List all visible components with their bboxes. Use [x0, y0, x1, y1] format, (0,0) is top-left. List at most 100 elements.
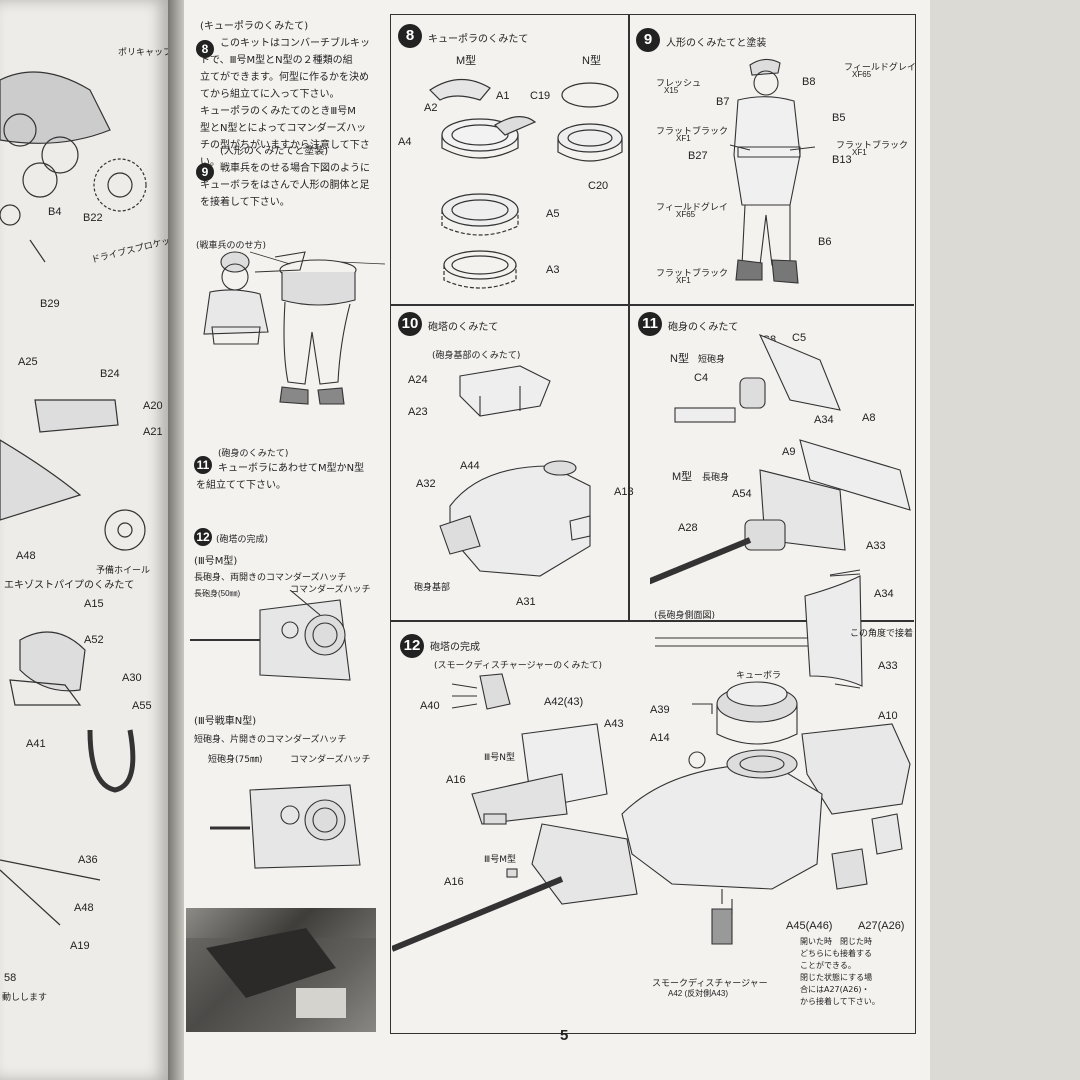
part-label: B27	[688, 150, 708, 162]
step-11-badge: 11	[194, 456, 212, 474]
n-type-title: (Ⅲ号戦車N型)	[194, 716, 257, 727]
gun-barrel-drawing	[650, 333, 911, 585]
m-type-label: M型	[456, 55, 477, 67]
barrel-side-view	[655, 573, 863, 689]
n-type-topview	[210, 784, 361, 869]
part-label: A9	[782, 446, 796, 458]
n-type-label: N型	[582, 55, 601, 67]
panel-step-11-title: 砲身のくみたて	[668, 322, 739, 333]
step-11-text: (砲身のくみたて) キューボラにあわせてM型かN型 を組立てて下さい。	[196, 448, 376, 494]
hatch-note-line: 閉じた状態にする場	[800, 973, 873, 982]
m-type-topview	[190, 590, 351, 681]
turret-assembly-drawing	[439, 365, 591, 577]
left-page-drawings	[0, 71, 147, 926]
part-label: A33	[878, 660, 898, 672]
step-8-badge: 8	[196, 40, 214, 58]
paint-label: フラットブラック	[836, 141, 909, 151]
left-label: A25	[18, 356, 38, 368]
part-label: B5	[832, 112, 846, 124]
panel-step-11-badge: 11	[638, 312, 662, 336]
panel-step-10-badge: 10	[398, 312, 422, 336]
part-label: A43	[604, 718, 624, 730]
n-type-barrel-label: 短砲身(75㎜)	[208, 755, 263, 765]
panel-step-12-sub: (スモークディスチャージャーのくみたて)	[434, 661, 603, 671]
panel-step-8-title: キューポラのくみたて	[428, 34, 529, 45]
m-type-barrel-label: 長砲身(50㎜)	[194, 589, 241, 598]
part-label: A40	[420, 700, 440, 712]
step-8-line: チの型がちがいますから注意して下さ	[200, 140, 370, 151]
panel-divider-v1	[628, 14, 630, 304]
paint-label: フラットブラック	[656, 127, 729, 137]
left-label: A20	[143, 400, 163, 412]
step-8-line: このキットはコンバーチブルキッ	[220, 38, 370, 49]
part-label: A34	[814, 414, 834, 426]
left-label: A21	[143, 426, 163, 438]
step-9-text: (人形のくみたてと塗装) 戦車兵をのせる場合下図のように キューボラをはさんで人…	[200, 143, 380, 211]
photo-tank-shapes	[186, 928, 376, 1032]
part-label: A44	[460, 460, 480, 472]
step-9-line: 戦車兵をのせる場合下図のように	[220, 163, 370, 174]
left-label: A41	[26, 738, 46, 750]
part-label: A3	[546, 264, 560, 276]
paint-label: フィールドグレイ	[656, 203, 728, 213]
panel-step-12-badge: 12	[400, 634, 424, 658]
part-label: A24	[408, 374, 428, 386]
m-type-hatch-label: コマンダーズハッチ	[290, 585, 371, 595]
m-type-label: M型	[672, 471, 693, 483]
part-label: A1	[496, 90, 510, 102]
step-8-line: トで、Ⅲ号M型とN型の２種類の組	[200, 55, 353, 66]
short-barrel-label: 短砲身	[698, 355, 726, 365]
hatch-note: 開いた時 閉じた時 どちらにも接着する ことができる。 閉じた状態にする場 合に…	[800, 936, 912, 1008]
left-label: B29	[40, 298, 60, 310]
part-label: A42(43)	[544, 696, 584, 708]
step-12-title: (砲塔の完成)	[216, 535, 269, 545]
long-barrel-label: 長砲身	[702, 473, 730, 483]
part-label: A28	[678, 522, 698, 534]
part-label: A31	[516, 596, 536, 608]
paint-code: XF65	[852, 70, 872, 79]
turret-final-assembly-drawing	[392, 673, 911, 952]
angle-note: この角度で接着	[850, 629, 914, 639]
part-label: C19	[530, 90, 551, 102]
left-label: A55	[132, 700, 152, 712]
paint-code: X15	[664, 86, 679, 95]
part-label: A8	[862, 412, 876, 424]
smoke-discharger-label: スモークディスチャージャー	[652, 979, 768, 989]
step-8-line: キューポラのくみたてのときⅢ号M	[200, 106, 356, 117]
left-label: ポリキャップ	[118, 48, 173, 58]
paint-label: フィールドグレイ	[844, 63, 916, 73]
part-label: C20	[588, 180, 609, 192]
cupola-label: キューボラ	[736, 671, 782, 681]
crew-figure-illustration	[203, 251, 386, 405]
part-label: A27(A26)	[858, 920, 905, 932]
left-label: A52	[84, 634, 104, 646]
paint-code: XF65	[676, 210, 696, 219]
part-label: A33	[866, 540, 886, 552]
n-type-desc: 短砲身、片開きのコマンダーズハッチ	[194, 735, 347, 745]
hatch-note-line: から接着して下さい。	[800, 997, 880, 1006]
left-label: 予備ホイール	[96, 566, 151, 576]
panel-step-10-title: 砲塔のくみたて	[428, 322, 499, 333]
left-label: B22	[83, 212, 103, 224]
hatch-note-line: どちらにも接着する	[800, 949, 872, 958]
background-cloth	[930, 0, 1080, 1080]
part-label: B13	[832, 154, 852, 166]
paint-code: XF1	[852, 148, 867, 157]
step-9-line: キューボラをはさんで人形の胴体と足	[200, 180, 370, 191]
left-label: A48	[16, 550, 36, 562]
side-view-caption: (長砲身側面図)	[654, 611, 716, 621]
gun-base-label: 砲身基部	[414, 583, 451, 593]
part-label: C5	[792, 332, 807, 344]
step-8-text: (キューポラのくみたて) このキットはコンバーチブルキッ トで、Ⅲ号M型とN型の…	[200, 18, 380, 171]
part-label: A14	[650, 732, 670, 744]
left-label: B4	[48, 206, 62, 218]
reference-photo	[186, 908, 376, 1032]
paint-code: XF1	[676, 276, 691, 285]
left-label: B24	[100, 368, 120, 380]
part-label: A10	[878, 710, 898, 722]
paint-code: XF1	[676, 134, 691, 143]
panel-step-12-title: 砲塔の完成	[430, 642, 480, 653]
part-label: A5	[546, 208, 560, 220]
m-type-title: (Ⅲ号M型)	[194, 556, 238, 567]
hatch-note-line: ことができる。	[800, 961, 856, 970]
